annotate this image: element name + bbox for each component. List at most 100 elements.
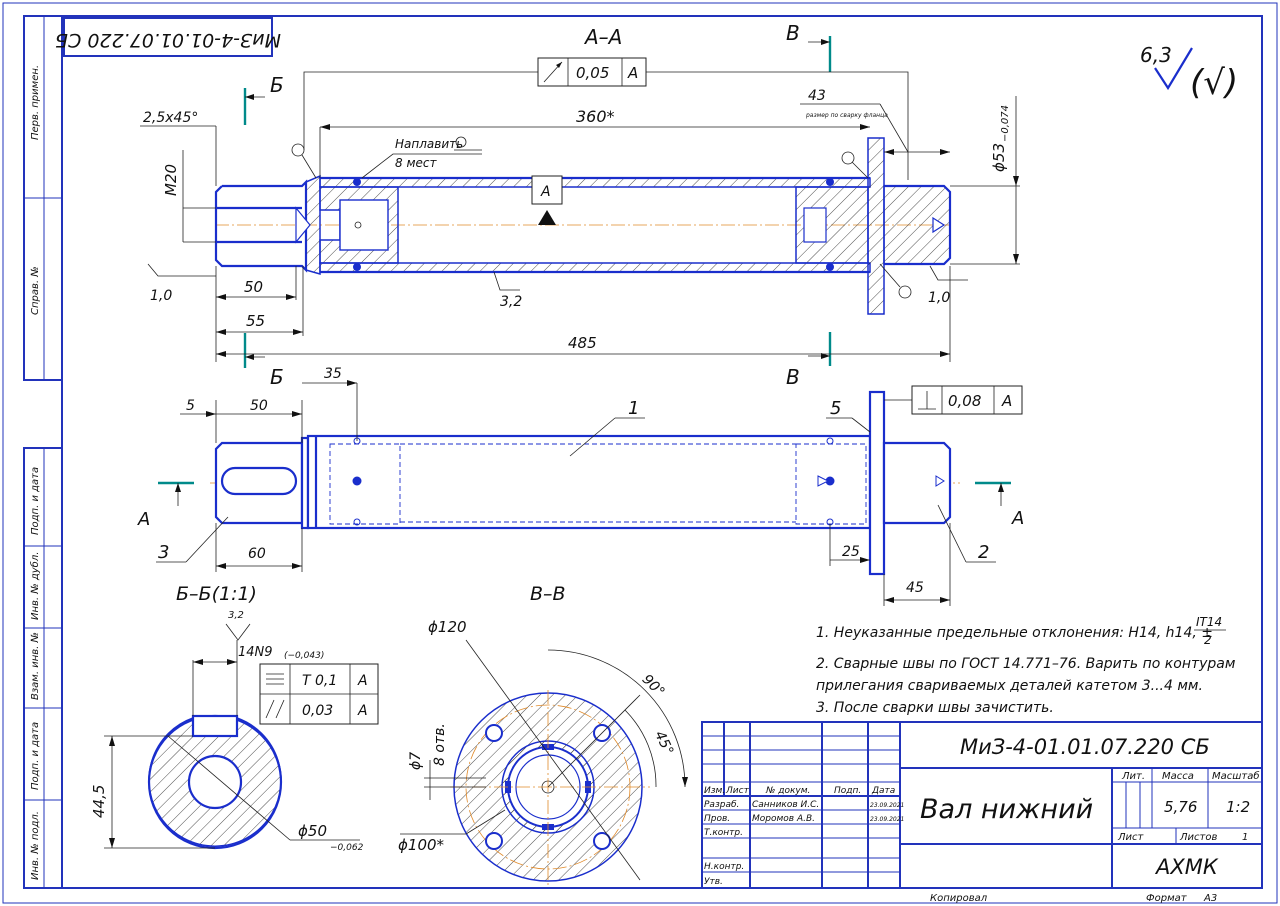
tb-date-dev: 23.09.2021 [870, 802, 904, 809]
tb-date-check: 23.09.2021 [870, 816, 904, 823]
cut-label-b-top: Б [270, 73, 284, 97]
side-label-first-use: Перв. примен. [30, 65, 41, 140]
tb-role-check: Пров. [704, 814, 730, 824]
tb-col-izm: Изм. [704, 786, 725, 796]
footer-format: А3 [1203, 893, 1217, 904]
dim-d53: ϕ53 [990, 143, 1008, 172]
tb-sheet-label: Лист [1117, 832, 1145, 843]
note-2-line1: 2. Сварные швы по ГОСТ 14.771–76. Варить… [816, 656, 1236, 672]
side-label-repl-inv: Взам. инв. № [30, 632, 41, 700]
view-a-a: А–А А [140, 21, 1020, 389]
tb-person-check: Моромов А.В. [752, 814, 815, 824]
view-a-a-title: А–А [583, 25, 622, 49]
weld-note-count: 8 мест [395, 156, 437, 170]
view-v-v-title: В–В [530, 583, 566, 605]
dim-weld-rough: 3,2 [500, 294, 522, 310]
dim-chamfer: 2,5х45° [143, 110, 198, 126]
tb-name: Вал нижний [920, 794, 1093, 825]
dim-key-width: 14N9 [238, 645, 273, 660]
view-b-b-title: Б–Б(1:1) [176, 583, 257, 605]
pos-2: 2 [978, 542, 989, 563]
tb-col-list: Лист [725, 786, 750, 796]
dim-50: 50 [244, 278, 263, 296]
sym-datum: А [357, 673, 368, 689]
dim-360: 360* [576, 107, 615, 126]
runout-datum: А [627, 64, 638, 82]
doc-code-flipped: МиЗ-4-01.01.07.220 СБ [55, 29, 281, 51]
dim-60: 60 [248, 546, 266, 562]
tb-designation: МиЗ-4-01.01.07.220 СБ [960, 735, 1210, 759]
tb-person-dev: Санников И.С. [752, 800, 819, 810]
dim-d50-shaft-tol: −0,062 [330, 843, 364, 853]
cut-label-v-top: В [786, 21, 800, 45]
footer-copied: Копировал [930, 893, 988, 904]
dim-55: 55 [246, 312, 265, 330]
dim-d100: ϕ100* [398, 836, 445, 854]
tb-role-approve: Утв. [704, 877, 723, 887]
tb-scale: 1:2 [1226, 798, 1250, 816]
note-1-num: IT14 [1196, 615, 1222, 629]
dim-5: 5 [186, 398, 195, 414]
pos-1: 1 [628, 398, 639, 419]
side-labels: Перв. примен. Справ. № Подп. и дата Инв.… [29, 65, 41, 880]
perp-value: 0,08 [948, 392, 981, 410]
footer-format-label: Формат [1146, 893, 1188, 904]
tb-sheets: 1 [1242, 832, 1248, 843]
footer: Копировал Формат А3 [930, 893, 1217, 904]
par-value: 0,03 [302, 703, 333, 719]
note-3: 3. После сварки швы зачистить. [816, 700, 1054, 716]
dim-43: 43 [808, 88, 826, 104]
dim-50-main: 50 [250, 398, 268, 414]
dim-44-5: 44,5 [90, 785, 108, 818]
dim-d120: ϕ120 [428, 618, 467, 636]
tb-mass: 5,76 [1164, 798, 1197, 816]
dim-485: 485 [568, 334, 597, 352]
cut-label-a-left: А [137, 509, 150, 530]
tb-role-tcontrol: Т.контр. [704, 828, 743, 838]
dim-25: 25 [842, 544, 860, 560]
cut-label-b-bottom: Б [270, 365, 284, 389]
tb-lit-label: Лит. [1121, 771, 1145, 782]
tb-col-sign: Подп. [834, 786, 861, 796]
tb-sheets-label: Листов [1179, 832, 1217, 843]
section-b-b: Б–Б(1:1) 14N9 (−0,043) 3,2 Т 0,1 А 0,03 … [90, 583, 379, 853]
tb-col-date: Дата [871, 786, 895, 796]
tb-scale-label: Масштаб [1212, 770, 1260, 782]
side-label-orig-inv: Инв. № подл. [30, 811, 41, 880]
dim-rough-right: 1,0 [928, 290, 950, 306]
side-label-ref-no: Справ. № [30, 266, 41, 315]
note-1: 1. Неуказанные предельные отклонения: H1… [816, 625, 1213, 641]
pos-5: 5 [830, 398, 841, 419]
note-2-line2: прилегания свариваемых деталей катетом 3… [816, 678, 1203, 694]
dim-key-tol: (−0,043) [284, 651, 324, 661]
tb-role-dev: Разраб. [704, 800, 739, 810]
title-block: МиЗ-4-01.01.07.220 СБ Вал нижний АХМК Из… [701, 721, 1263, 889]
dim-key-rough: 3,2 [228, 610, 244, 621]
dim-45: 45 [906, 580, 924, 596]
weld-note-text: Наплавить [395, 137, 463, 151]
side-label-sign-date-1: Подп. и дата [30, 467, 41, 535]
dim-43-note: размер по сварку фланца [805, 112, 888, 119]
roughness-value: 6,3 [1140, 43, 1172, 67]
perp-datum: А [1001, 392, 1012, 410]
dim-ang90: 90° [639, 672, 668, 701]
dim-holes: 8 отв. [432, 723, 448, 766]
tb-role-ncontrol: Н.контр. [704, 862, 744, 872]
note-1-den: 2 [1204, 633, 1212, 647]
dim-d53-tol: −0,074 [1000, 105, 1011, 142]
tb-org: АХМК [1154, 855, 1219, 879]
side-label-dup-inv: Инв. № дубл. [29, 552, 41, 620]
roughness-general: (√) [1190, 63, 1238, 103]
doc-code-flipped-box: МиЗ-4-01.01.07.220 СБ [55, 17, 281, 57]
dim-d50-shaft: ϕ50 [298, 822, 327, 840]
dim-d7: ϕ7 [408, 752, 424, 770]
roughness-mark: 6,3 (√) [1140, 43, 1238, 103]
section-v-v: В–В ϕ120 ϕ100* ϕ7 8 отв. 90° 45° [398, 583, 688, 885]
side-label-sign-date-2: Подп. и дата [30, 722, 41, 790]
cut-label-v-bottom: В [786, 365, 800, 389]
technical-notes: 1. Неуказанные предельные отклонения: H1… [816, 615, 1236, 716]
dim-thread: М20 [162, 164, 180, 196]
dim-35: 35 [324, 366, 342, 382]
